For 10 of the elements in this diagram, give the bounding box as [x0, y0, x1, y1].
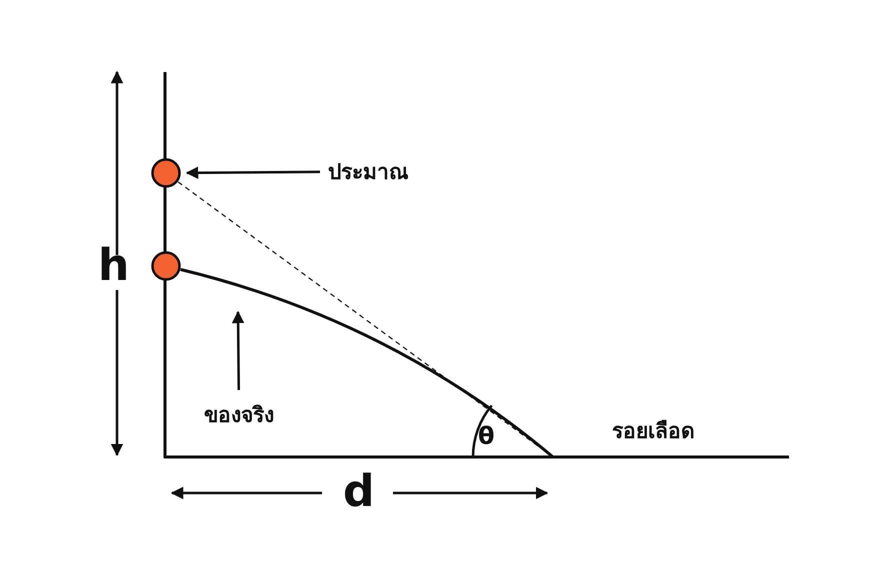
- callout-text: ประมาณ: [328, 160, 408, 184]
- callout-text: ของจริง: [204, 403, 274, 427]
- trajectory-line: [178, 181, 554, 458]
- arrow: [232, 310, 244, 390]
- dimension-label: h: [98, 240, 130, 291]
- trajectory-curve: [180, 268, 554, 458]
- ground-label: รอยเลือด: [612, 418, 695, 445]
- angle-label: θ: [478, 422, 494, 450]
- dimension-label: d: [343, 466, 374, 517]
- arrow: [186, 166, 320, 179]
